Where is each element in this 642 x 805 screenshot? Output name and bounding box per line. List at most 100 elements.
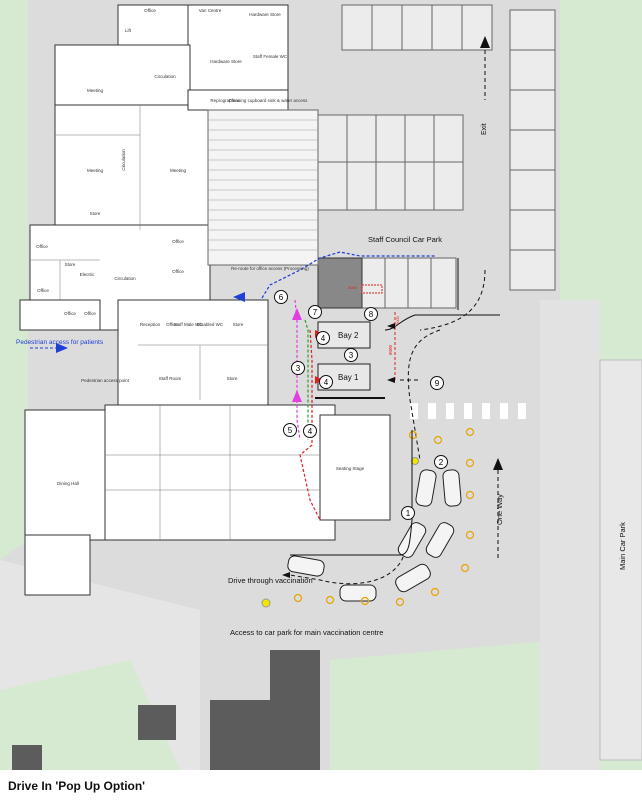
room-labels: Office Van Centre Hardware Store Lift Ci…	[36, 8, 364, 486]
svg-text:7: 7	[313, 308, 318, 317]
room-office-g: Office	[84, 311, 96, 316]
room-dining-hall: Dining Hall	[57, 481, 79, 486]
svg-text:3: 3	[296, 364, 301, 373]
hatch-lines	[208, 119, 318, 251]
room-disabled-wc: Disabled WC	[197, 322, 224, 327]
room-pedestrian-access: Pedestrian access point	[81, 378, 130, 383]
room-office-f: Office	[64, 311, 76, 316]
room-reprographics: Reprographics	[210, 98, 240, 103]
svg-text:5: 5	[288, 426, 293, 435]
svg-text:4: 4	[324, 378, 329, 387]
room-van-centre: Van Centre	[199, 8, 222, 13]
label-dim-b: 8000	[388, 344, 393, 355]
blue-arrow-left	[233, 292, 245, 302]
red-route	[299, 329, 321, 521]
label-access-car-park: Access to car park for main vaccination …	[230, 628, 383, 637]
label-drive-through: Drive through vaccination	[228, 576, 313, 585]
label-main-car-park: Main Car Park	[618, 522, 627, 570]
svg-text:4: 4	[308, 427, 313, 436]
cone-yellow	[411, 457, 419, 465]
marker-6: 6	[274, 290, 288, 304]
exit-arrow-head	[480, 36, 490, 48]
marker-8: 8	[364, 307, 378, 321]
label-pedestrian-patients: Pedestrian access for patients	[16, 339, 104, 346]
blue-route	[261, 251, 435, 299]
room-meeting-a: Meeting	[87, 88, 104, 93]
one-way-arrow-head	[493, 458, 503, 470]
cars	[287, 469, 462, 602]
room-circulation-c: Circulation	[114, 276, 136, 281]
room-store-a: Store	[90, 211, 101, 216]
room-electric: Electric	[80, 272, 96, 277]
room-hardware-store-top: Hardware Store	[249, 12, 281, 17]
svg-text:4: 4	[321, 334, 326, 343]
label-exit: Exit	[481, 123, 488, 135]
room-office-h: Office	[166, 322, 178, 327]
room-office-c: Office	[172, 239, 184, 244]
room-circulation-a: Circulation	[154, 74, 176, 79]
label-bay-2: Bay 2	[338, 331, 359, 340]
marker-4a: 4	[316, 331, 330, 345]
room-cleaning-cupboard: Cleaning cupboard sink & water access	[229, 98, 309, 103]
kerbs	[290, 258, 500, 556]
room-seating-stage: Seating Stage	[336, 466, 365, 471]
dark-buildings	[12, 650, 320, 770]
label-dim-c: 3000	[395, 315, 400, 325]
marker-4b: 4	[319, 375, 333, 389]
markers: 1 2 3 3 4 4 4 5 6 7 8 9	[274, 290, 448, 520]
marker-4c: 4	[303, 424, 317, 438]
marker-7: 7	[308, 305, 322, 319]
marker-1: 1	[401, 506, 415, 520]
label-bay-1: Bay 1	[338, 373, 359, 382]
hatched-building	[207, 109, 319, 266]
drive-arrow-head	[282, 572, 290, 578]
room-store-c: Store	[233, 322, 244, 327]
room-meeting-c: Meeting	[170, 168, 187, 173]
red-arrow-right-2	[315, 376, 323, 384]
figure-caption: Drive In 'Pop Up Option'	[8, 779, 146, 793]
cone-yellow-2	[261, 598, 271, 608]
room-reception: Reception	[140, 322, 161, 327]
svg-text:6: 6	[279, 293, 284, 302]
parking-bays-top	[317, 4, 556, 309]
marker-5: 5	[283, 423, 297, 437]
main-road	[540, 300, 600, 770]
label-one-way: One Way	[495, 494, 504, 525]
label-dim-a: 3000	[348, 285, 358, 290]
marker-9: 9	[430, 376, 444, 390]
room-office-b: Office	[36, 244, 48, 249]
traffic-flow	[289, 50, 499, 585]
grass-southeast	[330, 640, 560, 770]
svg-text:1: 1	[406, 509, 411, 518]
interior-walls	[30, 105, 320, 540]
magenta-arrow-up	[292, 308, 302, 320]
room-hardware-store: Hardware Store	[210, 59, 242, 64]
main-car-park-area	[599, 359, 642, 761]
marker-3b: 3	[344, 348, 358, 362]
svg-text:2: 2	[439, 458, 444, 467]
room-office-d: Office	[172, 269, 184, 274]
zebra-crossing	[410, 403, 526, 419]
room-store-d: Store	[227, 376, 238, 381]
room-staff-room: Staff Room	[159, 376, 182, 381]
room-office-a: Office	[144, 8, 156, 13]
room-circulation-b: Circulation	[121, 149, 126, 171]
marker-2: 2	[434, 455, 448, 469]
room-staff-female-wc: Staff Female WC	[253, 54, 288, 59]
room-staff-male-wc: Staff Male WC	[174, 322, 204, 327]
cones	[293, 427, 475, 607]
grass-southwest	[0, 660, 180, 770]
room-store-b: Store	[65, 262, 76, 267]
room-office-e: Office	[37, 288, 49, 293]
building-south	[24, 299, 391, 596]
green-route	[304, 319, 309, 440]
svg-text:3: 3	[349, 351, 354, 360]
svg-text:9: 9	[435, 379, 440, 388]
hatched-bay	[317, 257, 363, 309]
label-staff-car-park: Staff Council Car Park	[368, 235, 442, 244]
magenta-arrow-up-2	[292, 390, 302, 402]
svg-text:8: 8	[369, 310, 374, 319]
marker-3a: 3	[291, 361, 305, 375]
